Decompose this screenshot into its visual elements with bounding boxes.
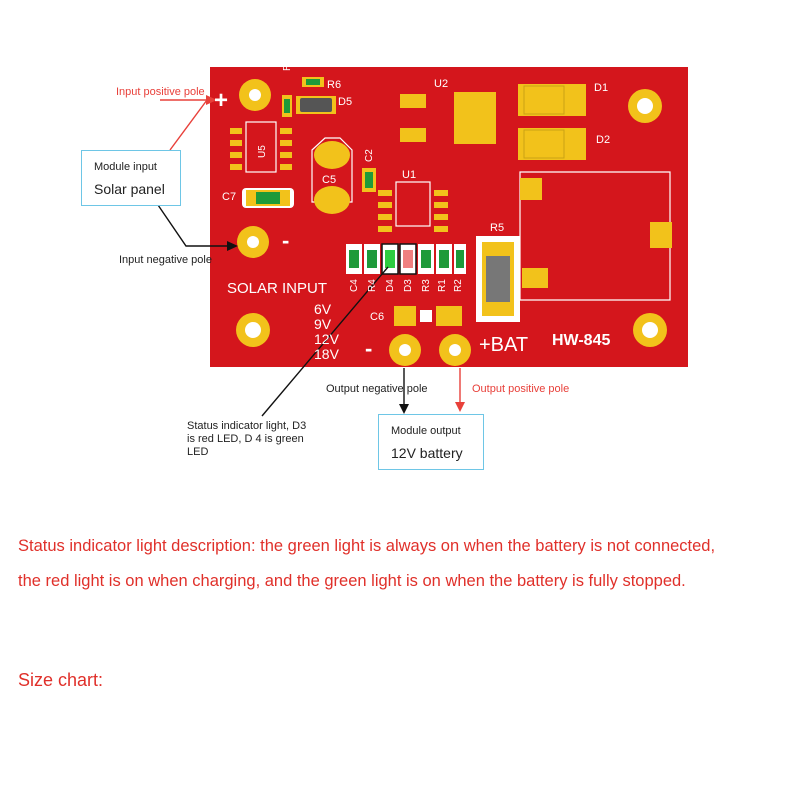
- ref-u1: U1: [402, 169, 417, 181]
- module-output-value: 12V battery: [391, 445, 463, 461]
- ref-r2: R2: [453, 279, 464, 292]
- bat-label: +BAT: [479, 334, 529, 356]
- status-callout-line2: is red LED, D 4 is green: [187, 433, 304, 445]
- status-line: [261, 266, 389, 417]
- c6-capacitor: [394, 306, 416, 326]
- mounting-holes: [236, 89, 667, 347]
- output-positive-pad: [439, 334, 471, 366]
- d2-diode: [518, 128, 586, 160]
- size-chart-label: Size chart:: [18, 670, 104, 690]
- solar-input-label: SOLAR INPUT: [227, 280, 328, 297]
- input-negative-callout: Input negative pole: [119, 254, 212, 266]
- ref-r1: R1: [437, 279, 448, 292]
- voltage-list: 6V 9V 12V 18V: [314, 302, 339, 362]
- voltage-9v: 9V: [314, 316, 332, 332]
- status-callout-line3: LED: [187, 446, 209, 458]
- ref-c6: C6: [370, 311, 385, 323]
- ref-r3: R3: [421, 279, 432, 292]
- description-line1: Status indicator light description: the …: [18, 537, 716, 555]
- module-input-value: Solar panel: [94, 181, 165, 197]
- u5-chip: [245, 121, 277, 173]
- ref-c2: C2: [364, 149, 375, 162]
- input-minus-label: -: [282, 228, 290, 253]
- voltage-12v: 12V: [314, 331, 339, 347]
- ref-d2: D2: [596, 134, 611, 146]
- status-callout-line1: Status indicator light, D3: [187, 420, 307, 432]
- output-negative-callout: Output negative pole: [326, 383, 428, 395]
- ref-d5: D5: [338, 96, 353, 108]
- ref-c4: C4: [349, 279, 360, 292]
- d1-diode: [518, 84, 586, 116]
- ref-u2: U2: [434, 78, 449, 90]
- voltage-6v: 6V: [314, 301, 332, 317]
- ref-c5: C5: [322, 174, 337, 186]
- status-callout: Status indicator light, D3 is red LED, D…: [187, 420, 306, 459]
- module-output-title: Module output: [391, 425, 461, 437]
- module-input-box: Module input Solar panel: [81, 150, 181, 206]
- ref-r4: R4: [367, 279, 378, 292]
- input-positive-callout: Input positive pole: [116, 86, 205, 98]
- ref-c7: C7: [222, 191, 237, 203]
- ref-d4: D4: [385, 279, 396, 292]
- voltage-18v: 18V: [314, 346, 339, 362]
- ref-r5: R5: [490, 222, 505, 234]
- u2-pad-small: [400, 94, 426, 108]
- description-line2: the red light is on when charging, and t…: [18, 572, 686, 590]
- input-negative-pad: [237, 226, 269, 258]
- input-negative-line: [157, 204, 230, 247]
- u2-pad-large: [454, 92, 496, 144]
- u1-chip: [395, 181, 431, 227]
- module-input-title: Module input: [94, 161, 157, 173]
- ref-d1: D1: [594, 82, 609, 94]
- board-name: HW-845: [552, 332, 611, 349]
- c5-capacitor: [311, 137, 353, 203]
- pcb-diagram: [157, 67, 688, 417]
- ref-u5: U5: [257, 145, 268, 158]
- output-negative-pad: [389, 334, 421, 366]
- ref-d3: D3: [403, 279, 414, 292]
- module-output-box: Module output 12V battery: [378, 414, 484, 470]
- ref-r7: R7: [282, 58, 293, 71]
- output-positive-callout: Output positive pole: [472, 383, 570, 395]
- input-plus-label: +: [214, 87, 229, 114]
- indicator-row: [346, 243, 466, 275]
- output-minus-label: -: [365, 336, 373, 361]
- ref-r6: R6: [327, 79, 342, 91]
- input-positive-pad: [239, 79, 271, 111]
